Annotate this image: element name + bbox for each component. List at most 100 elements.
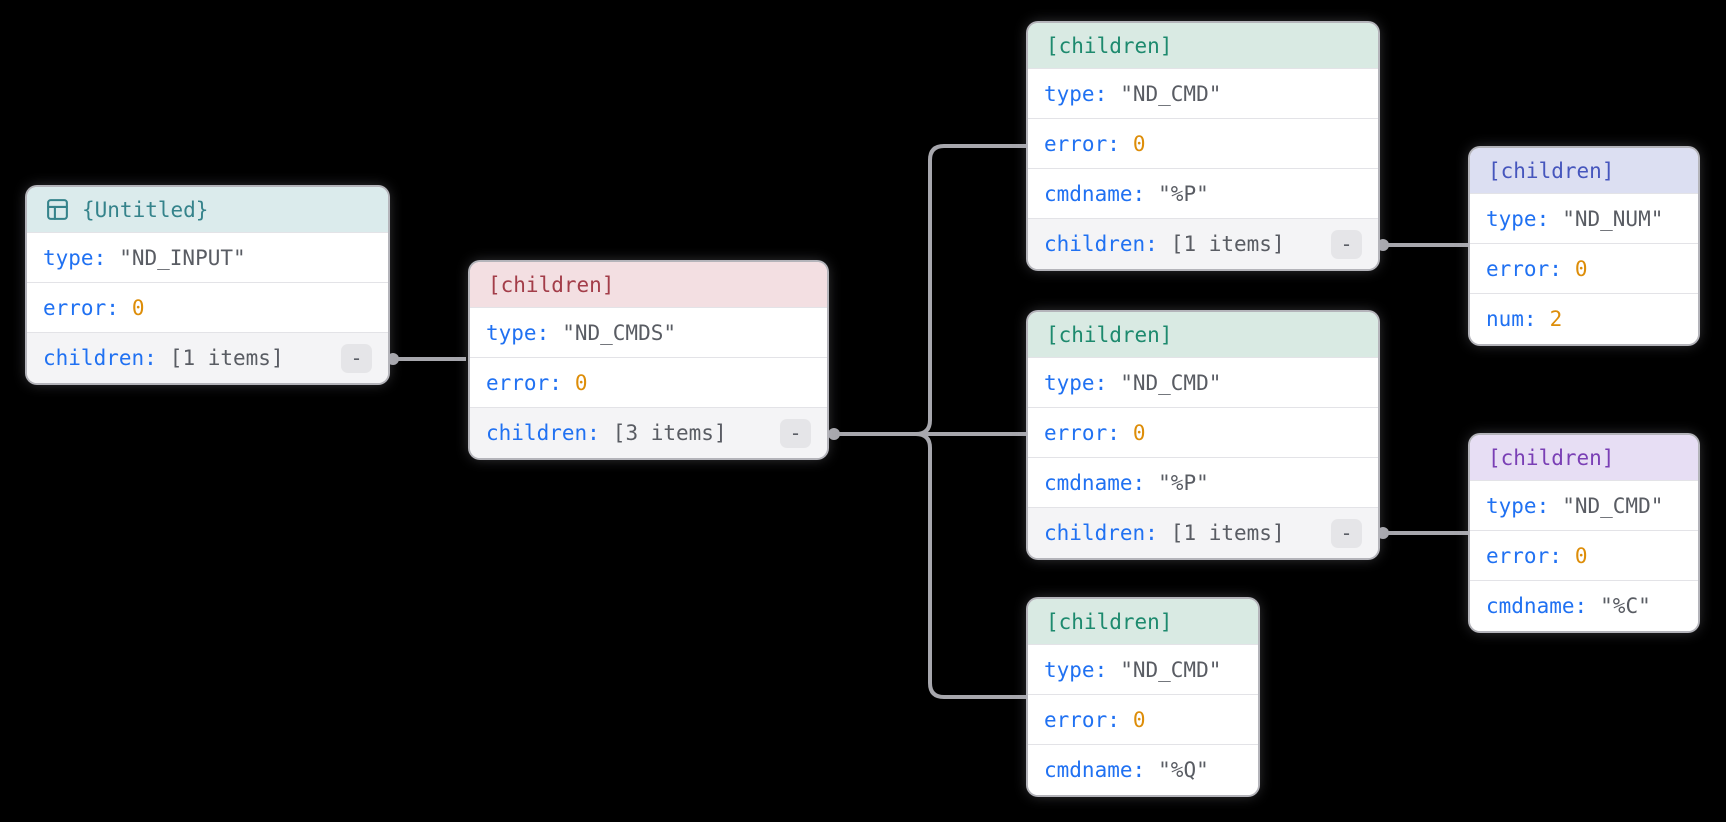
row-value: 0 xyxy=(1574,543,1588,568)
row-error: error: 0 xyxy=(1028,119,1378,169)
row-key: error: xyxy=(1044,420,1120,445)
row-value: 0 xyxy=(574,370,588,395)
row-key: error: xyxy=(43,295,119,320)
row-key: type: xyxy=(1044,657,1108,682)
row-value: [1 items] xyxy=(1170,232,1285,256)
row-value: [1 items] xyxy=(169,346,284,370)
row-key: cmdname: xyxy=(1486,594,1588,618)
row-value: "ND_INPUT" xyxy=(119,245,246,270)
row-value: "%P" xyxy=(1158,181,1209,206)
row-key: type: xyxy=(1486,493,1550,518)
row-key: children: xyxy=(486,421,600,445)
row-children: children: [1 items] - xyxy=(27,333,388,383)
row-error: error: 0 xyxy=(1470,531,1698,581)
row-value: "%Q" xyxy=(1158,758,1209,782)
row-error: error: 0 xyxy=(1028,408,1378,458)
node-title: [children] xyxy=(1488,445,1615,470)
row-key: cmdname: xyxy=(1044,470,1146,495)
row-value: "ND_CMD" xyxy=(1120,657,1222,682)
row-key: children: xyxy=(43,346,157,370)
edge-source-handle xyxy=(1377,527,1389,539)
node-cmd-1[interactable]: [children] type: "ND_CMD"error: 0 cmdname: "%… xyxy=(1028,23,1378,269)
row-type: type: "ND_INPUT" xyxy=(27,233,388,283)
node-num[interactable]: [children] type: "ND_NUM" error:0 num: 2 xyxy=(1470,148,1698,344)
node-title: [children] xyxy=(1046,609,1173,634)
row-key: type: xyxy=(1044,370,1108,395)
row-key: num: xyxy=(1486,307,1537,331)
collapse-button[interactable]: - xyxy=(341,343,372,373)
node-header: [children] xyxy=(1028,599,1258,645)
row-key: type: xyxy=(486,320,550,345)
row-error: error: 0 xyxy=(1028,695,1258,745)
row-value: 0 xyxy=(1132,420,1146,445)
node-header: [children] xyxy=(1028,312,1378,358)
table-icon xyxy=(47,199,68,220)
row-value: [1 items] xyxy=(1170,521,1285,545)
row-value: "%C" xyxy=(1600,594,1651,618)
collapse-button[interactable]: - xyxy=(1331,518,1362,548)
row-num: num: 2 xyxy=(1470,294,1698,344)
row-type: type: "ND_CMD" xyxy=(1470,481,1698,531)
node-header: [children] xyxy=(470,262,827,308)
row-key: type: xyxy=(1044,81,1108,106)
row-key: error: xyxy=(1486,543,1562,568)
row-value: "ND_CMD" xyxy=(1562,493,1664,518)
row-value: "ND_CMDS" xyxy=(562,320,677,345)
row-type: type: "ND_CMD" xyxy=(1028,69,1378,119)
node-cmd-c[interactable]: [children] type: "ND_CMD"error: 0 cmdname: "%… xyxy=(1470,435,1698,631)
row-key: children: xyxy=(1044,232,1158,256)
row-key: type: xyxy=(1486,206,1550,231)
node-cmd-3[interactable]: [children] type: "ND_CMD"error: 0 cmdname: "%… xyxy=(1028,599,1258,795)
node-title: [children] xyxy=(1046,322,1173,347)
row-key: cmdname: xyxy=(1044,181,1146,206)
row-cmdname: cmdname:"%P" xyxy=(1028,458,1378,508)
row-value: "ND_NUM" xyxy=(1562,206,1664,231)
edge-source-handle xyxy=(387,353,399,365)
row-key: cmdname: xyxy=(1044,758,1146,782)
node-title: [children] xyxy=(1488,158,1615,183)
node-root[interactable]: {Untitled} type: "ND_INPUT"error: 0 children… xyxy=(27,187,388,383)
collapse-button[interactable]: - xyxy=(780,418,811,448)
node-header: {Untitled} xyxy=(27,187,388,233)
node-cmds[interactable]: [children] type: "ND_CMDS"error: 0 children:… xyxy=(470,262,827,458)
row-value: 0 xyxy=(131,295,145,320)
row-children: children: [1 items] - xyxy=(1028,508,1378,558)
row-value: "ND_CMD" xyxy=(1120,370,1222,395)
row-key: error: xyxy=(1044,707,1120,732)
row-value: 0 xyxy=(1132,131,1146,156)
row-type: type: "ND_CMDS" xyxy=(470,308,827,358)
row-type: type: "ND_NUM" xyxy=(1470,194,1698,244)
row-error: error: 0 xyxy=(27,283,388,333)
collapse-button[interactable]: - xyxy=(1331,229,1362,259)
row-key: error: xyxy=(486,370,562,395)
row-type: type: "ND_CMD" xyxy=(1028,645,1258,695)
row-children: children: [1 items] - xyxy=(1028,219,1378,269)
row-type: type: "ND_CMD" xyxy=(1028,358,1378,408)
row-key: error: xyxy=(1044,131,1120,156)
row-value: 0 xyxy=(1132,707,1146,732)
row-value: 2 xyxy=(1549,307,1563,331)
edge-source-handle xyxy=(1377,239,1389,251)
row-key: children: xyxy=(1044,521,1158,545)
node-cmd-2[interactable]: [children] type: "ND_CMD"error: 0 cmdname:"%… xyxy=(1028,312,1378,558)
edge-cmds-cmd-1 xyxy=(831,144,1026,436)
row-key: error: xyxy=(1486,256,1562,281)
row-error: error: 0 xyxy=(470,358,827,408)
node-title: {Untitled} xyxy=(82,197,209,222)
row-children: children: [3 items] - xyxy=(470,408,827,458)
node-header: [children] xyxy=(1470,148,1698,194)
row-value: [3 items] xyxy=(612,421,727,445)
row-cmdname: cmdname: "%Q" xyxy=(1028,745,1258,795)
row-value: "ND_CMD" xyxy=(1120,81,1222,106)
node-title: [children] xyxy=(488,272,615,297)
row-key: type: xyxy=(43,245,107,270)
row-error: error:0 xyxy=(1470,244,1698,294)
edge-cmds-cmd-3 xyxy=(831,432,1026,699)
row-cmdname: cmdname: "%P" xyxy=(1028,169,1378,219)
node-title: [children] xyxy=(1046,33,1173,58)
row-cmdname: cmdname: "%C" xyxy=(1470,581,1698,631)
node-header: [children] xyxy=(1470,435,1698,481)
node-header: [children] xyxy=(1028,23,1378,69)
